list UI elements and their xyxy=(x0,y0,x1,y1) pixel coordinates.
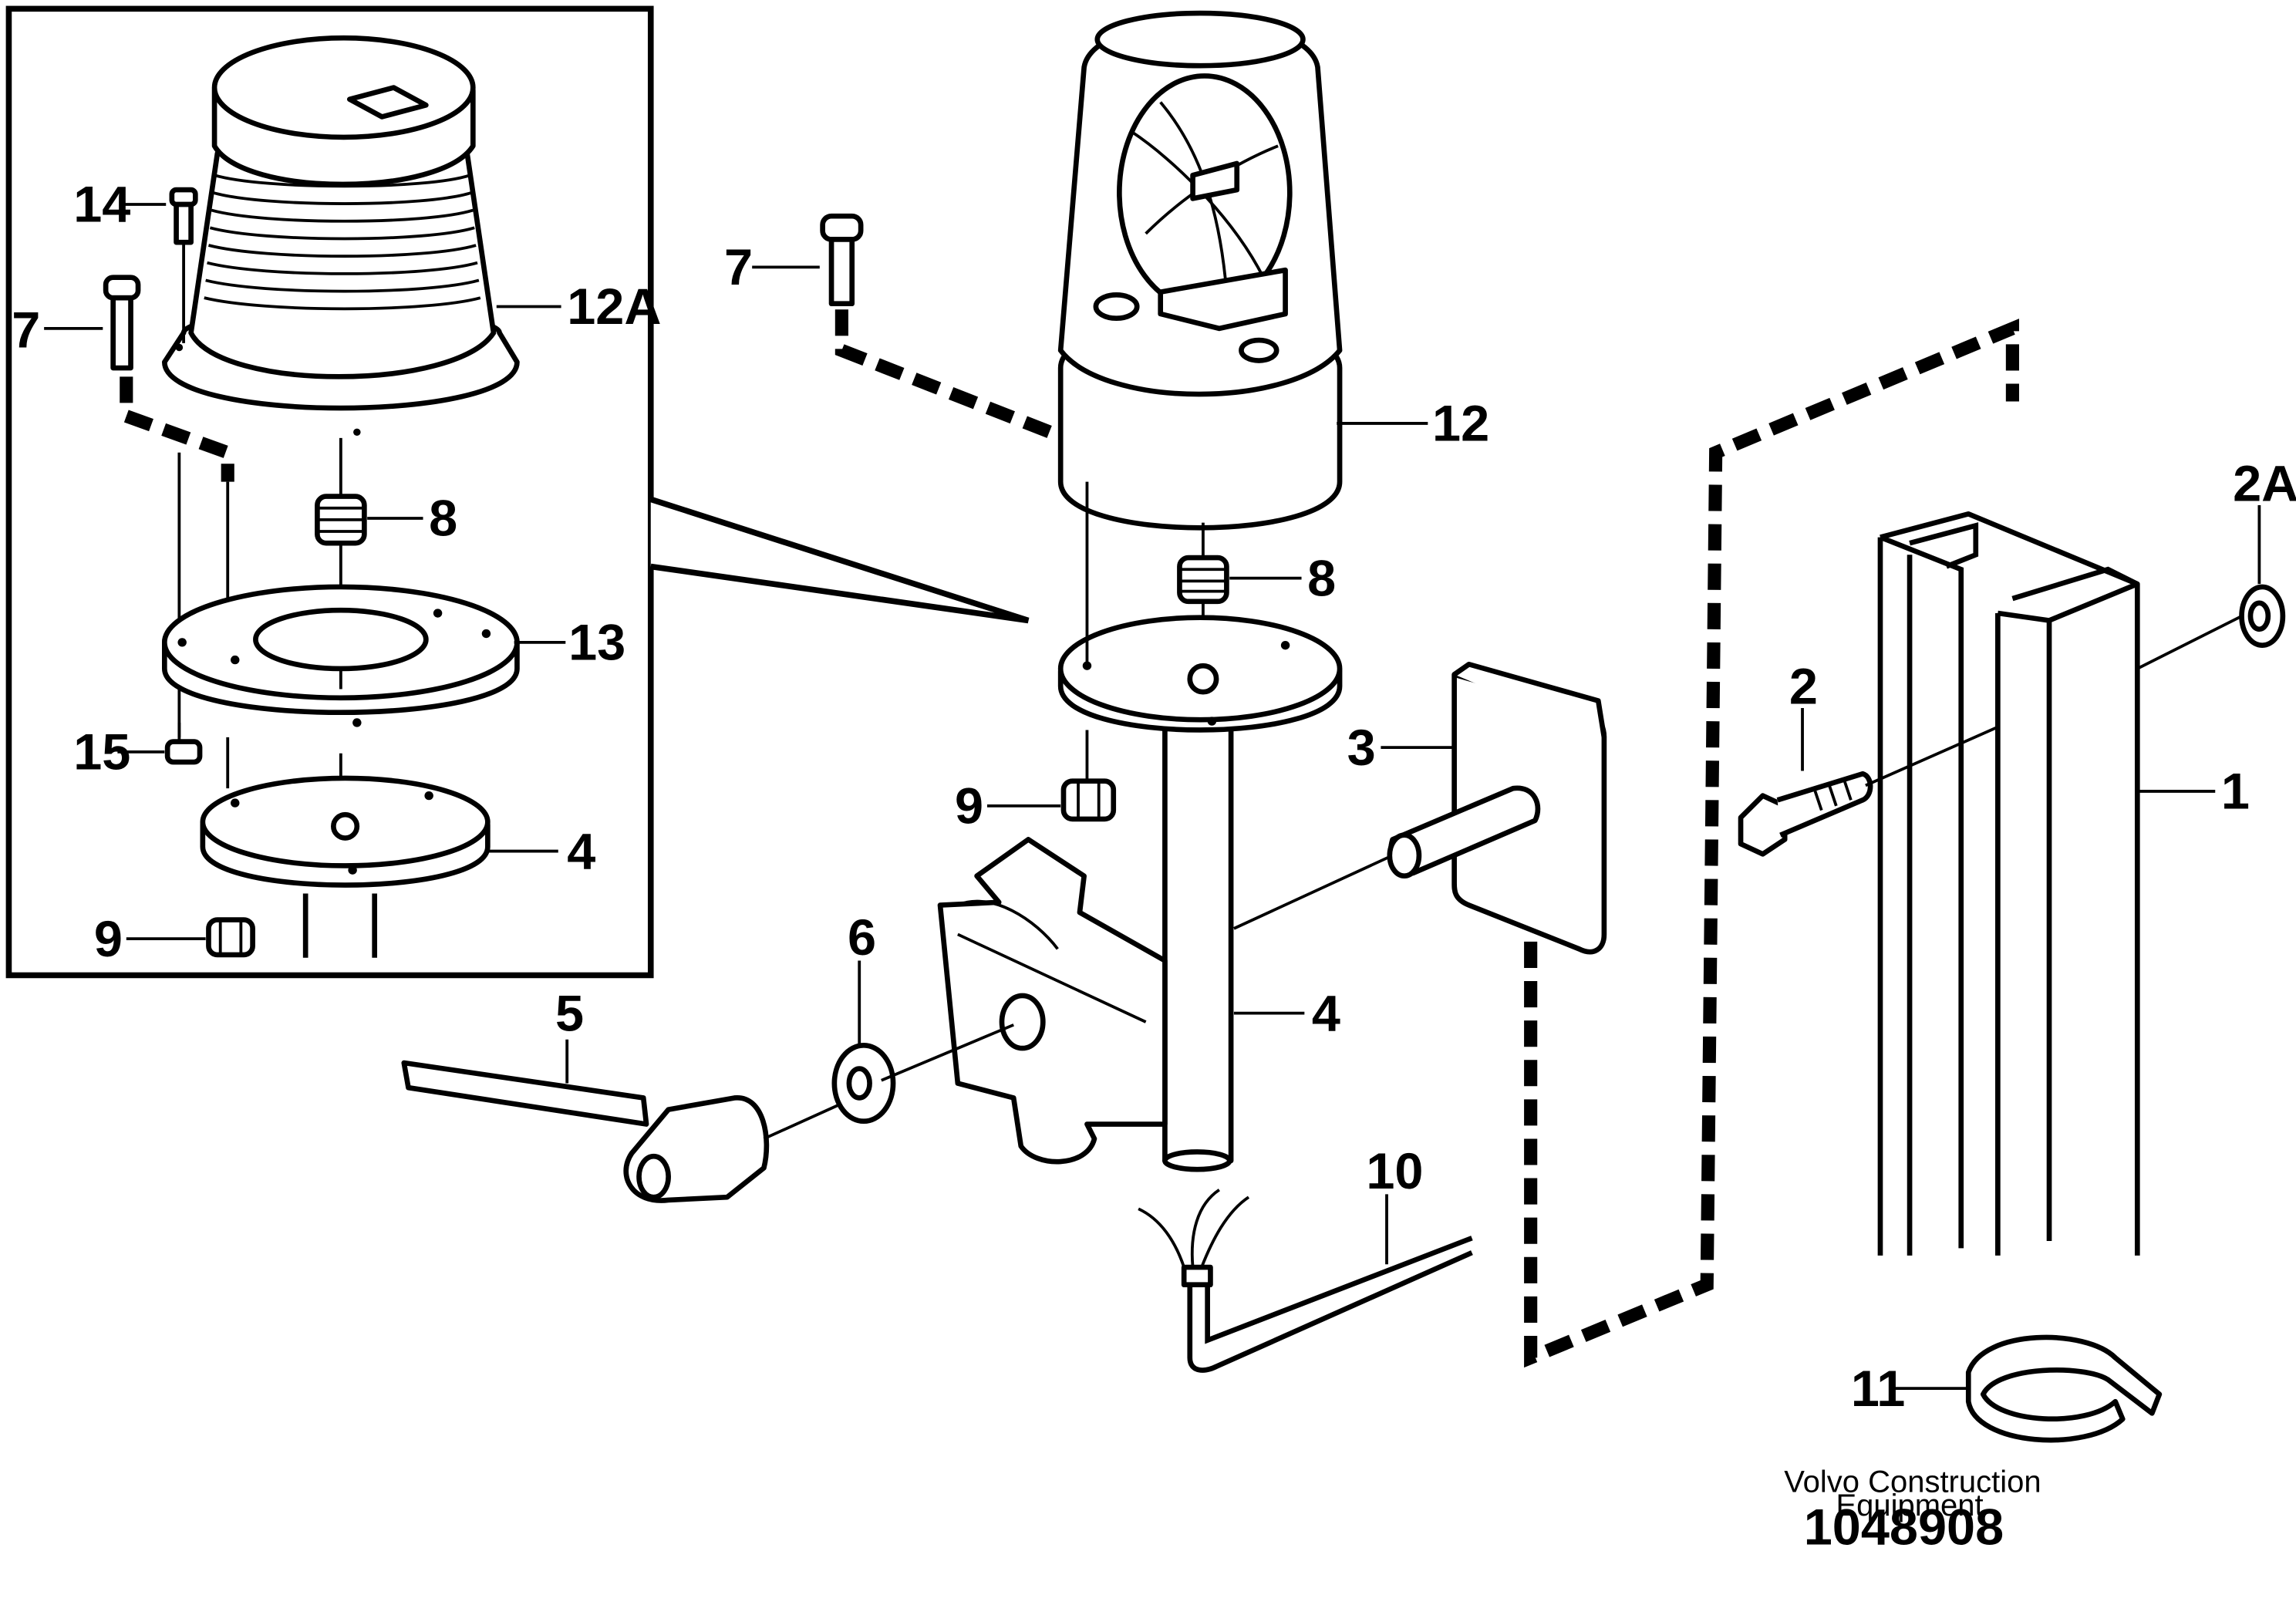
caption-maker-line2: Equipment xyxy=(1836,1489,1983,1523)
mounting-clamp xyxy=(937,837,1168,1165)
label-8-inset: 8 xyxy=(429,491,457,548)
caption-maker-line1: Volvo Construction xyxy=(1784,1465,2041,1499)
nut-9-inset xyxy=(206,917,255,958)
label-10: 10 xyxy=(1366,1143,1423,1200)
detail-inset xyxy=(5,5,1030,979)
label-5: 5 xyxy=(555,986,584,1043)
spring-8-inset xyxy=(315,437,367,596)
label-6: 6 xyxy=(848,909,876,966)
callout-labels: 14 7 12A 8 13 15 4 9 7 12 8 3 9 6 4 5 10… xyxy=(12,177,2296,1418)
base-plate-4-inset xyxy=(200,775,491,958)
label-12: 12 xyxy=(1432,396,1489,453)
bracket-3 xyxy=(1381,319,2019,1368)
cable-10 xyxy=(1138,1189,1473,1373)
spring-8 xyxy=(1177,522,1302,642)
nut-9 xyxy=(986,730,1117,822)
label-4: 4 xyxy=(1312,986,1340,1043)
label-2a: 2A xyxy=(2233,455,2296,512)
post-1 xyxy=(1877,511,2249,1256)
label-1: 1 xyxy=(2221,764,2250,821)
bolt-7 xyxy=(752,213,1068,444)
label-9: 9 xyxy=(955,778,983,835)
label-14: 14 xyxy=(73,177,130,234)
label-8: 8 xyxy=(1307,550,1336,607)
washer-6 xyxy=(831,960,1014,1125)
label-7-inset: 7 xyxy=(12,302,40,359)
beacon-12 xyxy=(1057,10,1428,531)
bolt-2 xyxy=(1738,708,1999,857)
bolt-7-inset xyxy=(103,275,141,371)
knob-5 xyxy=(401,1039,845,1203)
nut-2a xyxy=(2239,504,2286,648)
nut-15 xyxy=(164,722,203,765)
label-9-inset: 9 xyxy=(94,911,123,968)
label-15: 15 xyxy=(73,724,130,781)
beacon-12a xyxy=(161,35,520,437)
label-12a: 12A xyxy=(567,278,661,336)
label-3: 3 xyxy=(1347,720,1376,777)
cable-tie-11 xyxy=(1895,1334,2163,1443)
label-11: 11 xyxy=(1851,1361,1905,1418)
label-13: 13 xyxy=(568,615,625,672)
bolt-14 xyxy=(169,187,198,343)
adapter-plate-13 xyxy=(161,584,520,727)
figure-number: 1048908 xyxy=(1804,1499,2004,1556)
label-2: 2 xyxy=(1789,659,1818,716)
label-7: 7 xyxy=(724,239,753,296)
figure-caption: Volvo Construction Equipment 1048908 xyxy=(1784,1465,2041,1556)
label-4-inset: 4 xyxy=(567,823,595,880)
stand-4 xyxy=(1057,481,1397,1172)
